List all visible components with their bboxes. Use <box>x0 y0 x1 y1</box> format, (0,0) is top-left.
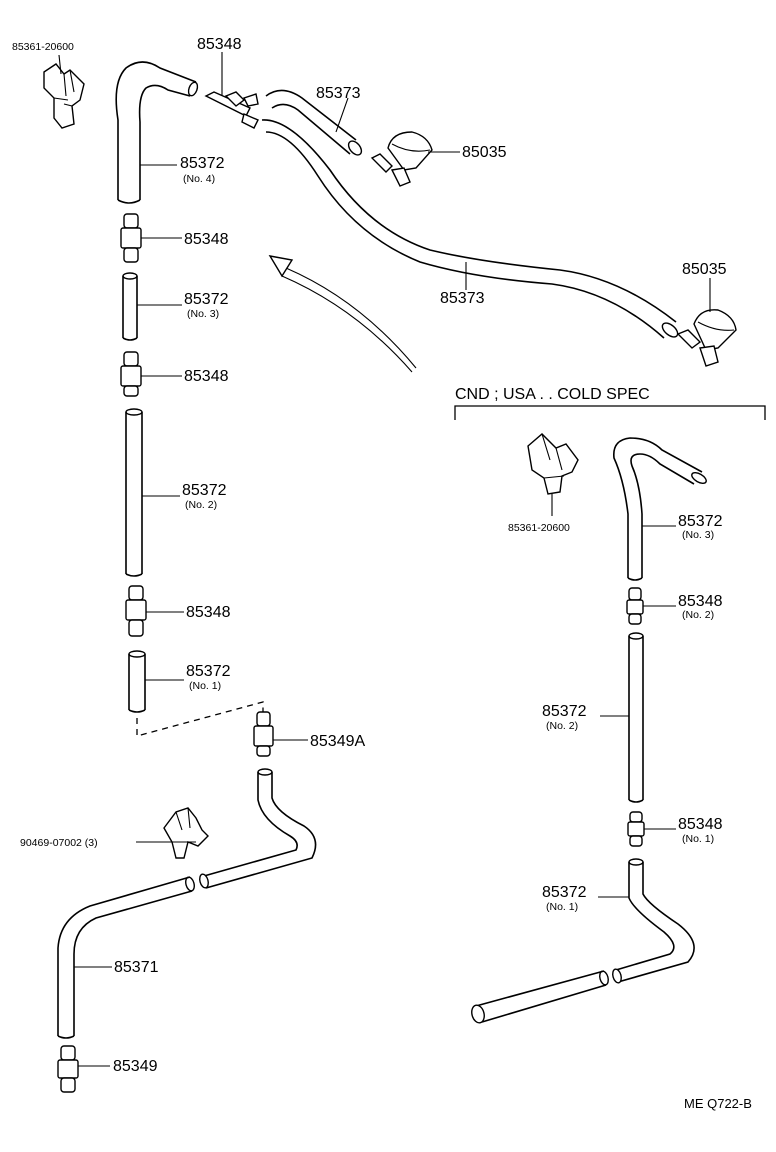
nozzle-upper <box>370 131 433 187</box>
joint-85349 <box>57 1045 79 1093</box>
hose-no3 <box>122 272 138 341</box>
label-hose-no1: 85372 <box>186 663 231 680</box>
label-hose-no2: 85372 <box>182 482 227 499</box>
label-clamp-cold: 85361-20600 <box>508 522 570 534</box>
joint-a <box>120 213 142 263</box>
label-cold-joint-no2-sub: (No. 2) <box>682 609 714 621</box>
joint-b <box>120 351 142 397</box>
label-joint-top: 85348 <box>197 36 242 53</box>
diagram-code: ME Q722-B <box>684 1096 752 1111</box>
label-hose-85371: 85371 <box>114 959 159 976</box>
cold-spec-header: CND ; USA . . COLD SPEC <box>455 386 650 403</box>
cold-hose-no2 <box>628 632 644 803</box>
label-cold-hose-no2-sub: (No. 2) <box>546 720 578 732</box>
label-hose-no4: 85372 <box>180 155 225 172</box>
label-cold-joint-no1-sub: (No. 1) <box>682 833 714 845</box>
hose-85371-upper <box>199 768 317 889</box>
label-cold-joint-no1: 85348 <box>678 816 723 833</box>
label-joint-85349a: 85349A <box>310 733 365 750</box>
hose-85373-short <box>265 89 363 156</box>
clamp-cold-spec <box>527 433 579 495</box>
dashed-connection <box>136 701 264 737</box>
label-cold-hose-no3-sub: (No. 3) <box>682 529 714 541</box>
hose-no1 <box>128 650 146 713</box>
label-joint-c: 85348 <box>186 604 231 621</box>
clamp-top-left <box>43 63 85 129</box>
hose-85373-long <box>261 119 679 339</box>
cold-hose-no3 <box>613 437 707 581</box>
label-cold-hose-no3: 85372 <box>678 513 723 530</box>
cold-hose-no1 <box>471 858 695 1024</box>
clip-90469 <box>163 807 209 859</box>
hose-no4 <box>115 61 199 204</box>
label-joint-b: 85348 <box>184 368 229 385</box>
label-hose-top-right: 85373 <box>316 85 361 102</box>
direction-arrow <box>268 255 417 373</box>
label-hose-no3: 85372 <box>184 291 229 308</box>
label-hose-middle: 85373 <box>440 290 485 307</box>
hose-no2 <box>125 408 143 577</box>
cold-joint-no1 <box>627 811 645 847</box>
label-cold-hose-no1: 85372 <box>542 884 587 901</box>
cold-spec-bracket <box>454 405 766 420</box>
label-clamp-top-left: 85361-20600 <box>12 41 74 53</box>
label-cold-hose-no1-sub: (No. 1) <box>546 901 578 913</box>
nozzle-right <box>676 309 737 367</box>
joint-85349a <box>253 711 274 757</box>
label-joint-a: 85348 <box>184 231 229 248</box>
label-hose-no1-sub: (No. 1) <box>189 680 221 692</box>
label-cold-joint-no2: 85348 <box>678 593 723 610</box>
joint-c <box>125 585 147 637</box>
label-clip: 90469-07002 (3) <box>20 837 98 849</box>
label-hose-no4-sub: (No. 4) <box>183 173 215 185</box>
hose-85371-lower <box>57 876 195 1039</box>
label-nozzle-upper: 85035 <box>462 144 507 161</box>
label-hose-no2-sub: (No. 2) <box>185 499 217 511</box>
label-nozzle-right: 85035 <box>682 261 727 278</box>
label-hose-no3-sub: (No. 3) <box>187 308 219 320</box>
joint-top-tee <box>204 91 259 129</box>
label-cold-hose-no2: 85372 <box>542 703 587 720</box>
cold-joint-no2 <box>626 587 644 625</box>
label-joint-85349: 85349 <box>113 1058 158 1075</box>
